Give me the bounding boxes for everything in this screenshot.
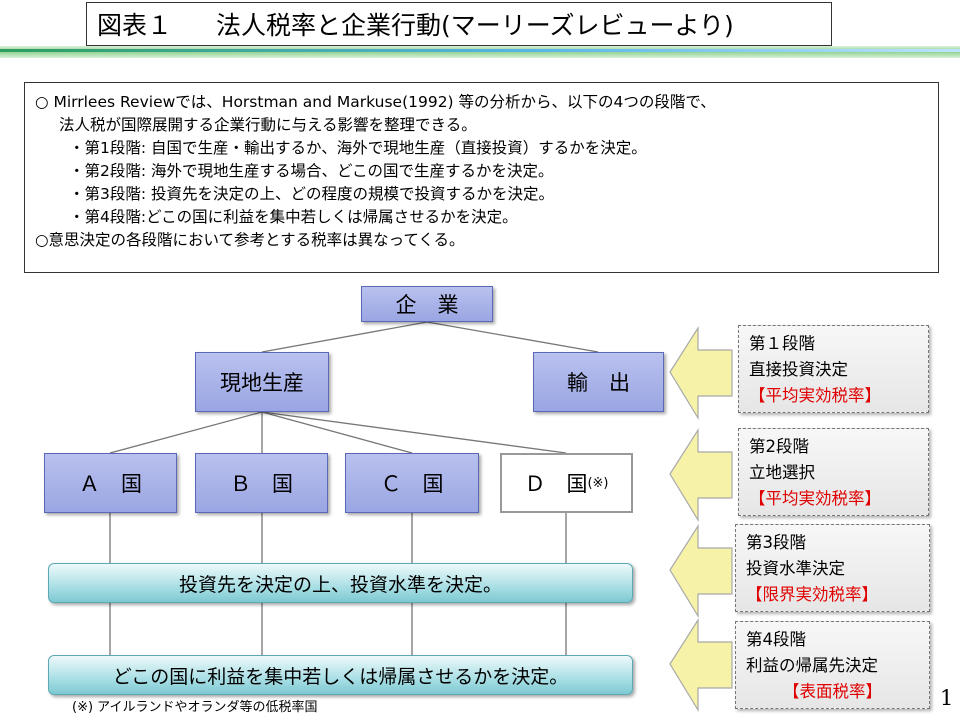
node-country-d: Ｄ 国 (※) [500, 453, 633, 513]
stage-4-box: 第4段階 利益の帰属先決定 【表面税率】 [735, 621, 930, 709]
stage-3-name: 第3段階 [746, 533, 806, 552]
node-country-a: Ａ 国 [44, 453, 177, 513]
country-b-label: Ｂ 国 [230, 472, 293, 496]
connector-line [261, 411, 567, 454]
connector-line [261, 321, 428, 353]
node-local-production: 現地生産 [195, 352, 329, 412]
country-d-mark: (※) [587, 475, 609, 491]
country-d-label: Ｄ 国 [524, 472, 588, 496]
stage-3-rate: 【限界実効税率】 [746, 585, 878, 604]
country-c-label: Ｃ 国 [380, 472, 444, 496]
bar-investment-label: 投資先を決定の上、投資水準を決定。 [178, 573, 502, 596]
summary-line: ○ Mirrlees Reviewでは、Horstman and Markuse… [35, 93, 716, 111]
stage-3-box: 第3段階 投資水準決定 【限界実効税率】 [735, 524, 930, 612]
page-number: 1 [940, 686, 954, 710]
summary-box: ○ Mirrlees Reviewでは、Horstman and Markuse… [24, 82, 939, 273]
connector-line [261, 411, 413, 454]
country-a-label: Ａ 国 [79, 472, 142, 496]
stage-3-decision: 投資水準決定 [746, 559, 845, 578]
stage-2-decision: 立地選択 [749, 463, 815, 482]
summary-line: ・第3段階: 投資先を決定の上、どの程度の規模で投資するかを決定。 [69, 185, 555, 203]
node-export-label: 輸 出 [567, 371, 630, 395]
footnote: (※) アイルランドやオランダ等の低税率国 [72, 700, 318, 715]
stage-4-name: 第4段階 [746, 630, 806, 649]
title-underline [0, 46, 960, 58]
stage-2-rate: 【平均実効税率】 [749, 489, 881, 508]
stage-1-box: 第１段階 直接投資決定 【平均実効税率】 [738, 325, 929, 413]
left-arrow-icon [669, 617, 733, 713]
stage-1-decision: 直接投資決定 [749, 360, 848, 379]
stage-2-name: 第2段階 [749, 437, 809, 456]
node-country-b: Ｂ 国 [195, 453, 328, 513]
node-country-c: Ｃ 国 [345, 453, 479, 513]
connector-line [109, 411, 263, 454]
connector-line [426, 321, 599, 353]
stage-2-box: 第2段階 立地選択 【平均実効税率】 [738, 428, 929, 516]
bar-profit-label: どこの国に利益を集中若しくは帰属させるかを決定。 [112, 665, 569, 688]
left-arrow-icon [669, 523, 733, 619]
node-company-label: 企 業 [395, 293, 459, 317]
bar-profit-allocation: どこの国に利益を集中若しくは帰属させるかを決定。 [48, 655, 633, 695]
node-company: 企 業 [361, 286, 493, 322]
node-export: 輸 出 [533, 352, 664, 412]
summary-line: ・第2段階: 海外で現地生産する場合、どこの国で生産するかを決定。 [69, 162, 554, 180]
node-local-production-label: 現地生産 [220, 371, 304, 395]
summary-line: ○意思決定の各段階において参考とする税率は異なってくる。 [35, 231, 465, 249]
stage-1-rate: 【平均実効税率】 [749, 386, 881, 405]
summary-line: 法人税が国際展開する企業行動に与える影響を整理できる。 [59, 116, 477, 134]
bar-investment-decision: 投資先を決定の上、投資水準を決定。 [48, 563, 633, 603]
title-text: 法人税率と企業行動(マーリーズレビューより) [216, 11, 734, 40]
summary-line: ・第4段階:どこの国に利益を集中若しくは帰属させるかを決定。 [69, 208, 518, 226]
page-title: 図表１ 法人税率と企業行動(マーリーズレビューより) [86, 2, 832, 46]
title-label: 図表１ [97, 11, 173, 40]
stage-1-name: 第１段階 [749, 334, 815, 353]
left-arrow-icon [669, 325, 733, 421]
stage-4-rate: 【表面税率】 [783, 682, 882, 701]
summary-line: ・第1段階: 自国で生産・輸出するか、海外で現地生産（直接投資）するかを決定。 [69, 139, 647, 157]
stage-4-decision: 利益の帰属先決定 [746, 656, 878, 675]
left-arrow-icon [669, 427, 733, 523]
